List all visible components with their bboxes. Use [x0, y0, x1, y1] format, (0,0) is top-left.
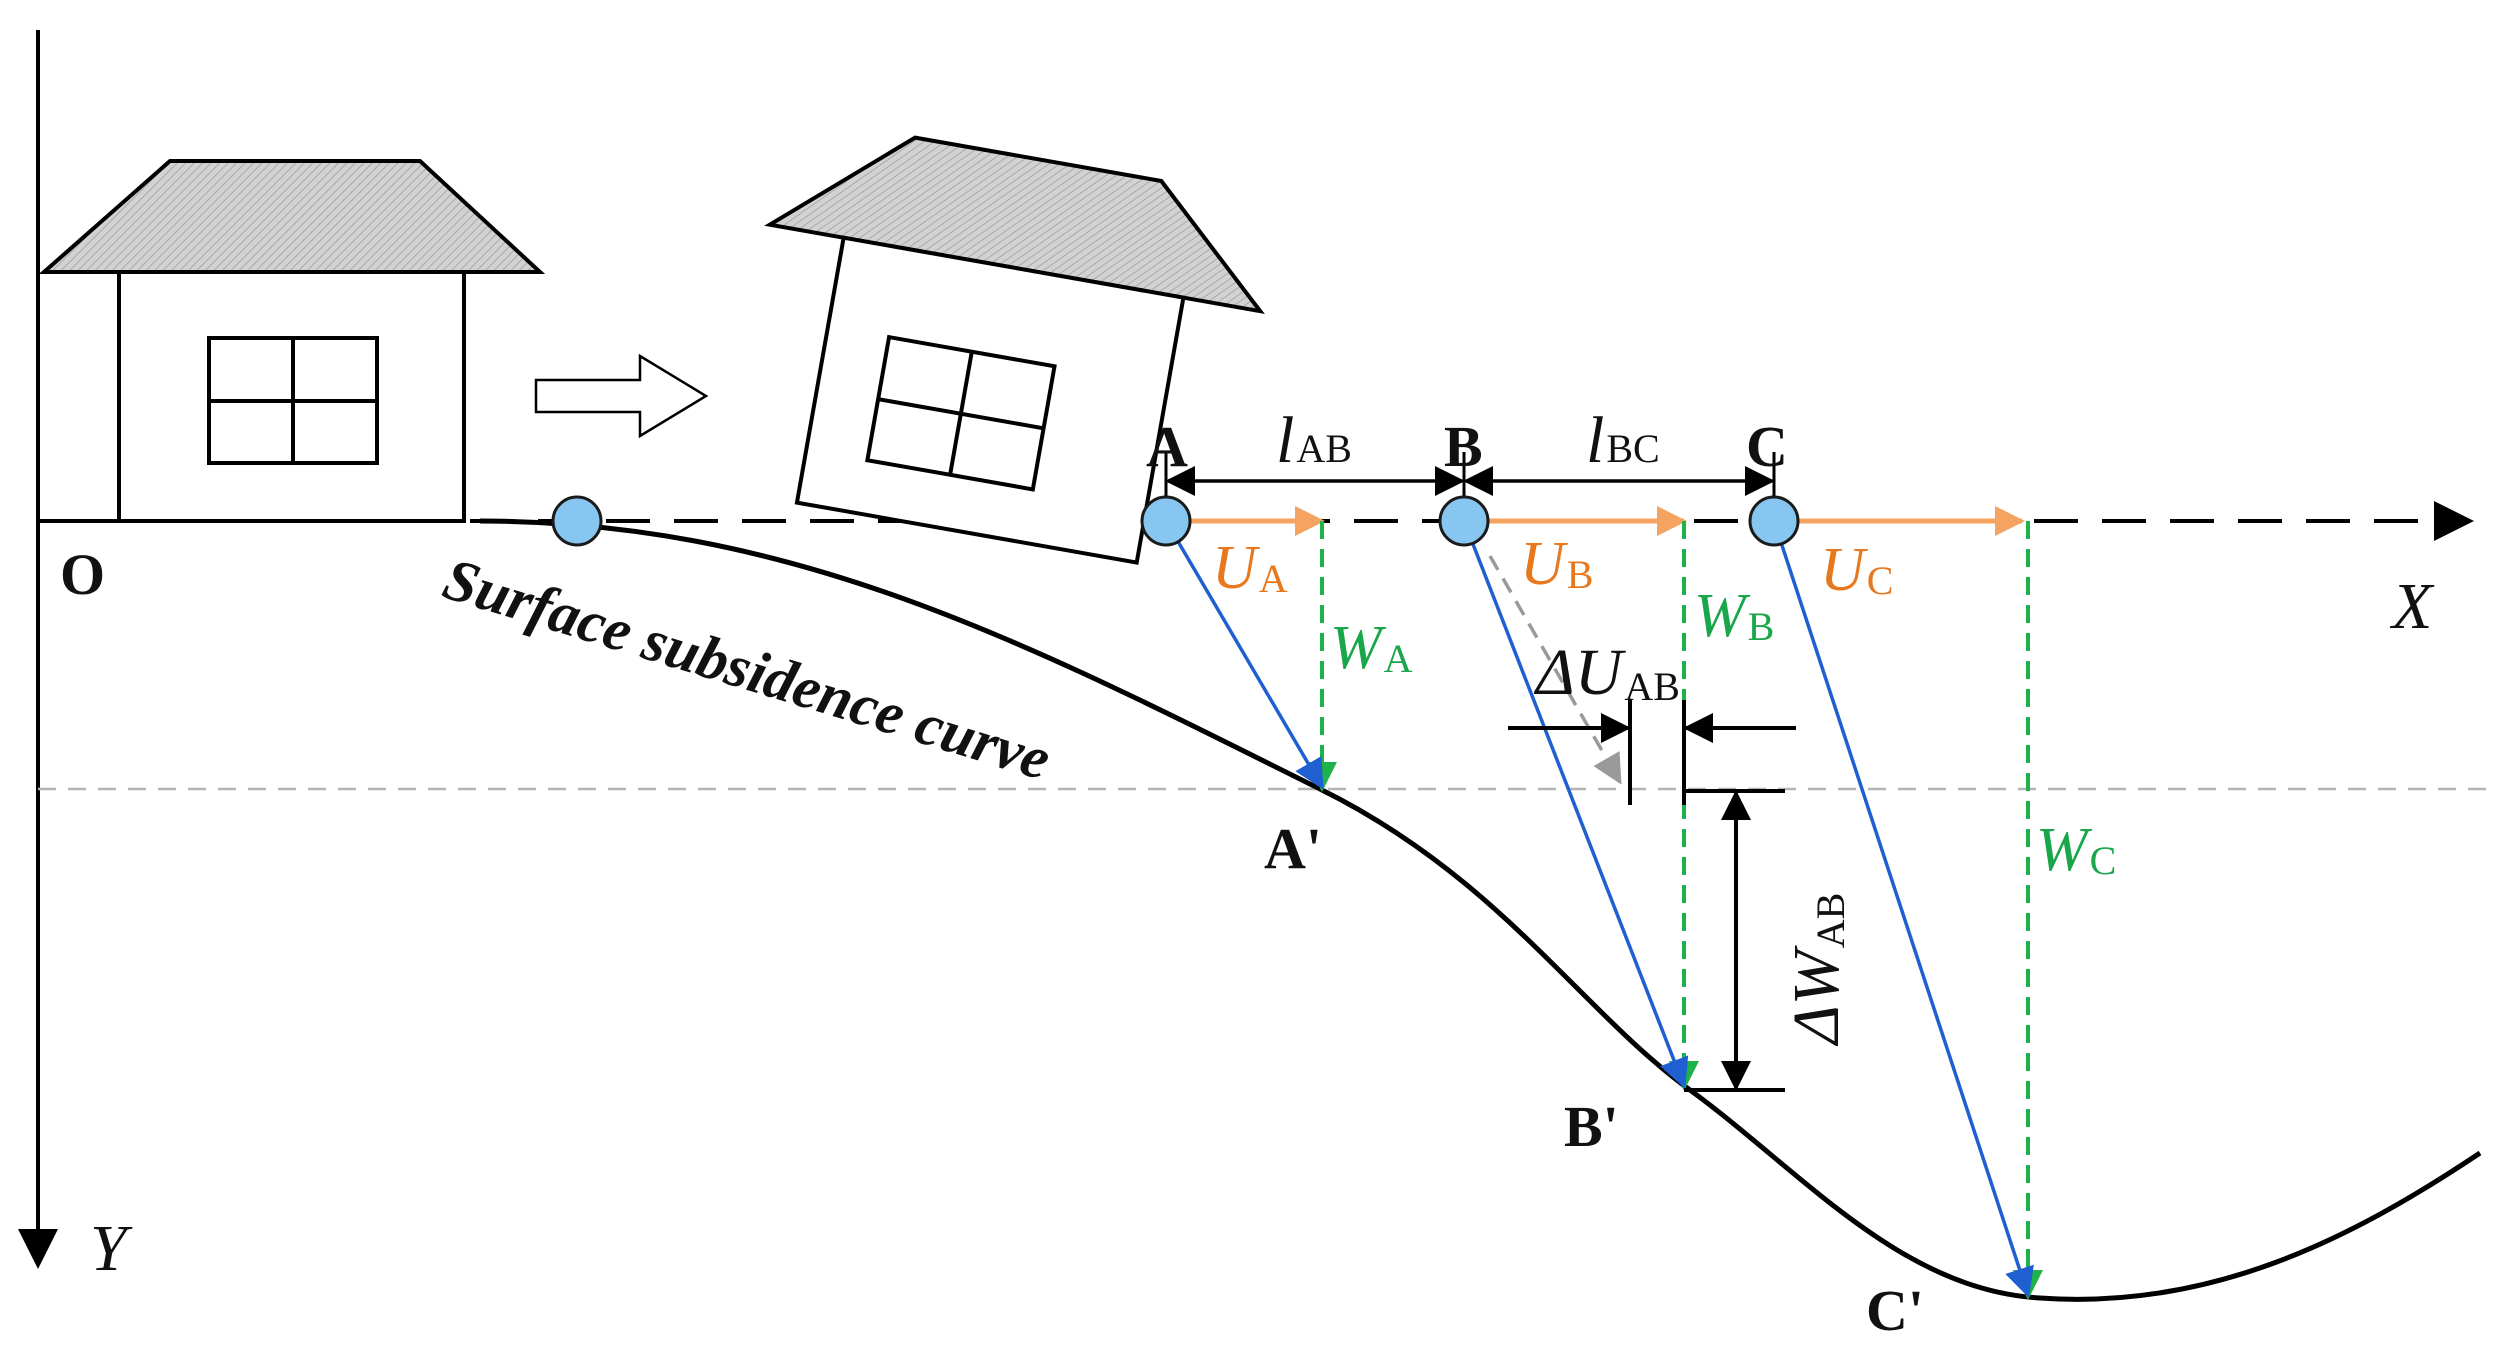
house-roof	[38, 159, 546, 274]
point-b-label: B	[1444, 414, 1483, 479]
w-b-label: WB	[1694, 582, 1774, 650]
subsidence-curve	[479, 518, 2482, 1302]
c-resultant-arrow	[1772, 520, 2034, 1298]
x-axis-label: X	[2389, 570, 2435, 643]
point-c-prime-label: C'	[1866, 1278, 1924, 1343]
point-a-label: A	[1146, 414, 1188, 479]
point-b-marker	[1438, 495, 1490, 547]
u-c-label: UC	[1820, 536, 1893, 604]
point-ground	[551, 495, 603, 547]
tilted-window-mullion-h	[877, 397, 1044, 431]
y-axis-label: Y	[90, 1212, 133, 1285]
u-b-label: UB	[1520, 530, 1593, 598]
house-tilted	[764, 135, 1265, 565]
b-resultant-arrow	[1462, 520, 1689, 1089]
point-a-prime-label: A'	[1264, 816, 1322, 881]
a-resultant-arrow	[1164, 520, 1324, 790]
u-a-label: UA	[1212, 534, 1288, 602]
transition-arrow	[534, 353, 709, 439]
surface-subsidence-curve-label: Surface subsidence curve	[436, 545, 1058, 792]
delta-w-ab-label: ΔWAB	[1780, 893, 1853, 1047]
l-bc-label: lBC	[1586, 404, 1660, 477]
l-ab-label: lAB	[1276, 404, 1352, 477]
delta-u-ab-label: ΔUAB	[1533, 636, 1680, 709]
origin-label: O	[60, 542, 105, 607]
house-original	[38, 159, 546, 523]
point-c-marker	[1748, 495, 1800, 547]
point-b-prime-label: B'	[1564, 1094, 1619, 1159]
w-a-label: WA	[1330, 614, 1413, 682]
delta-u-guide-arrow	[1488, 555, 1622, 785]
w-c-label: WC	[2036, 816, 2116, 884]
point-c-label: C	[1746, 414, 1788, 479]
point-a-marker	[1140, 495, 1192, 547]
